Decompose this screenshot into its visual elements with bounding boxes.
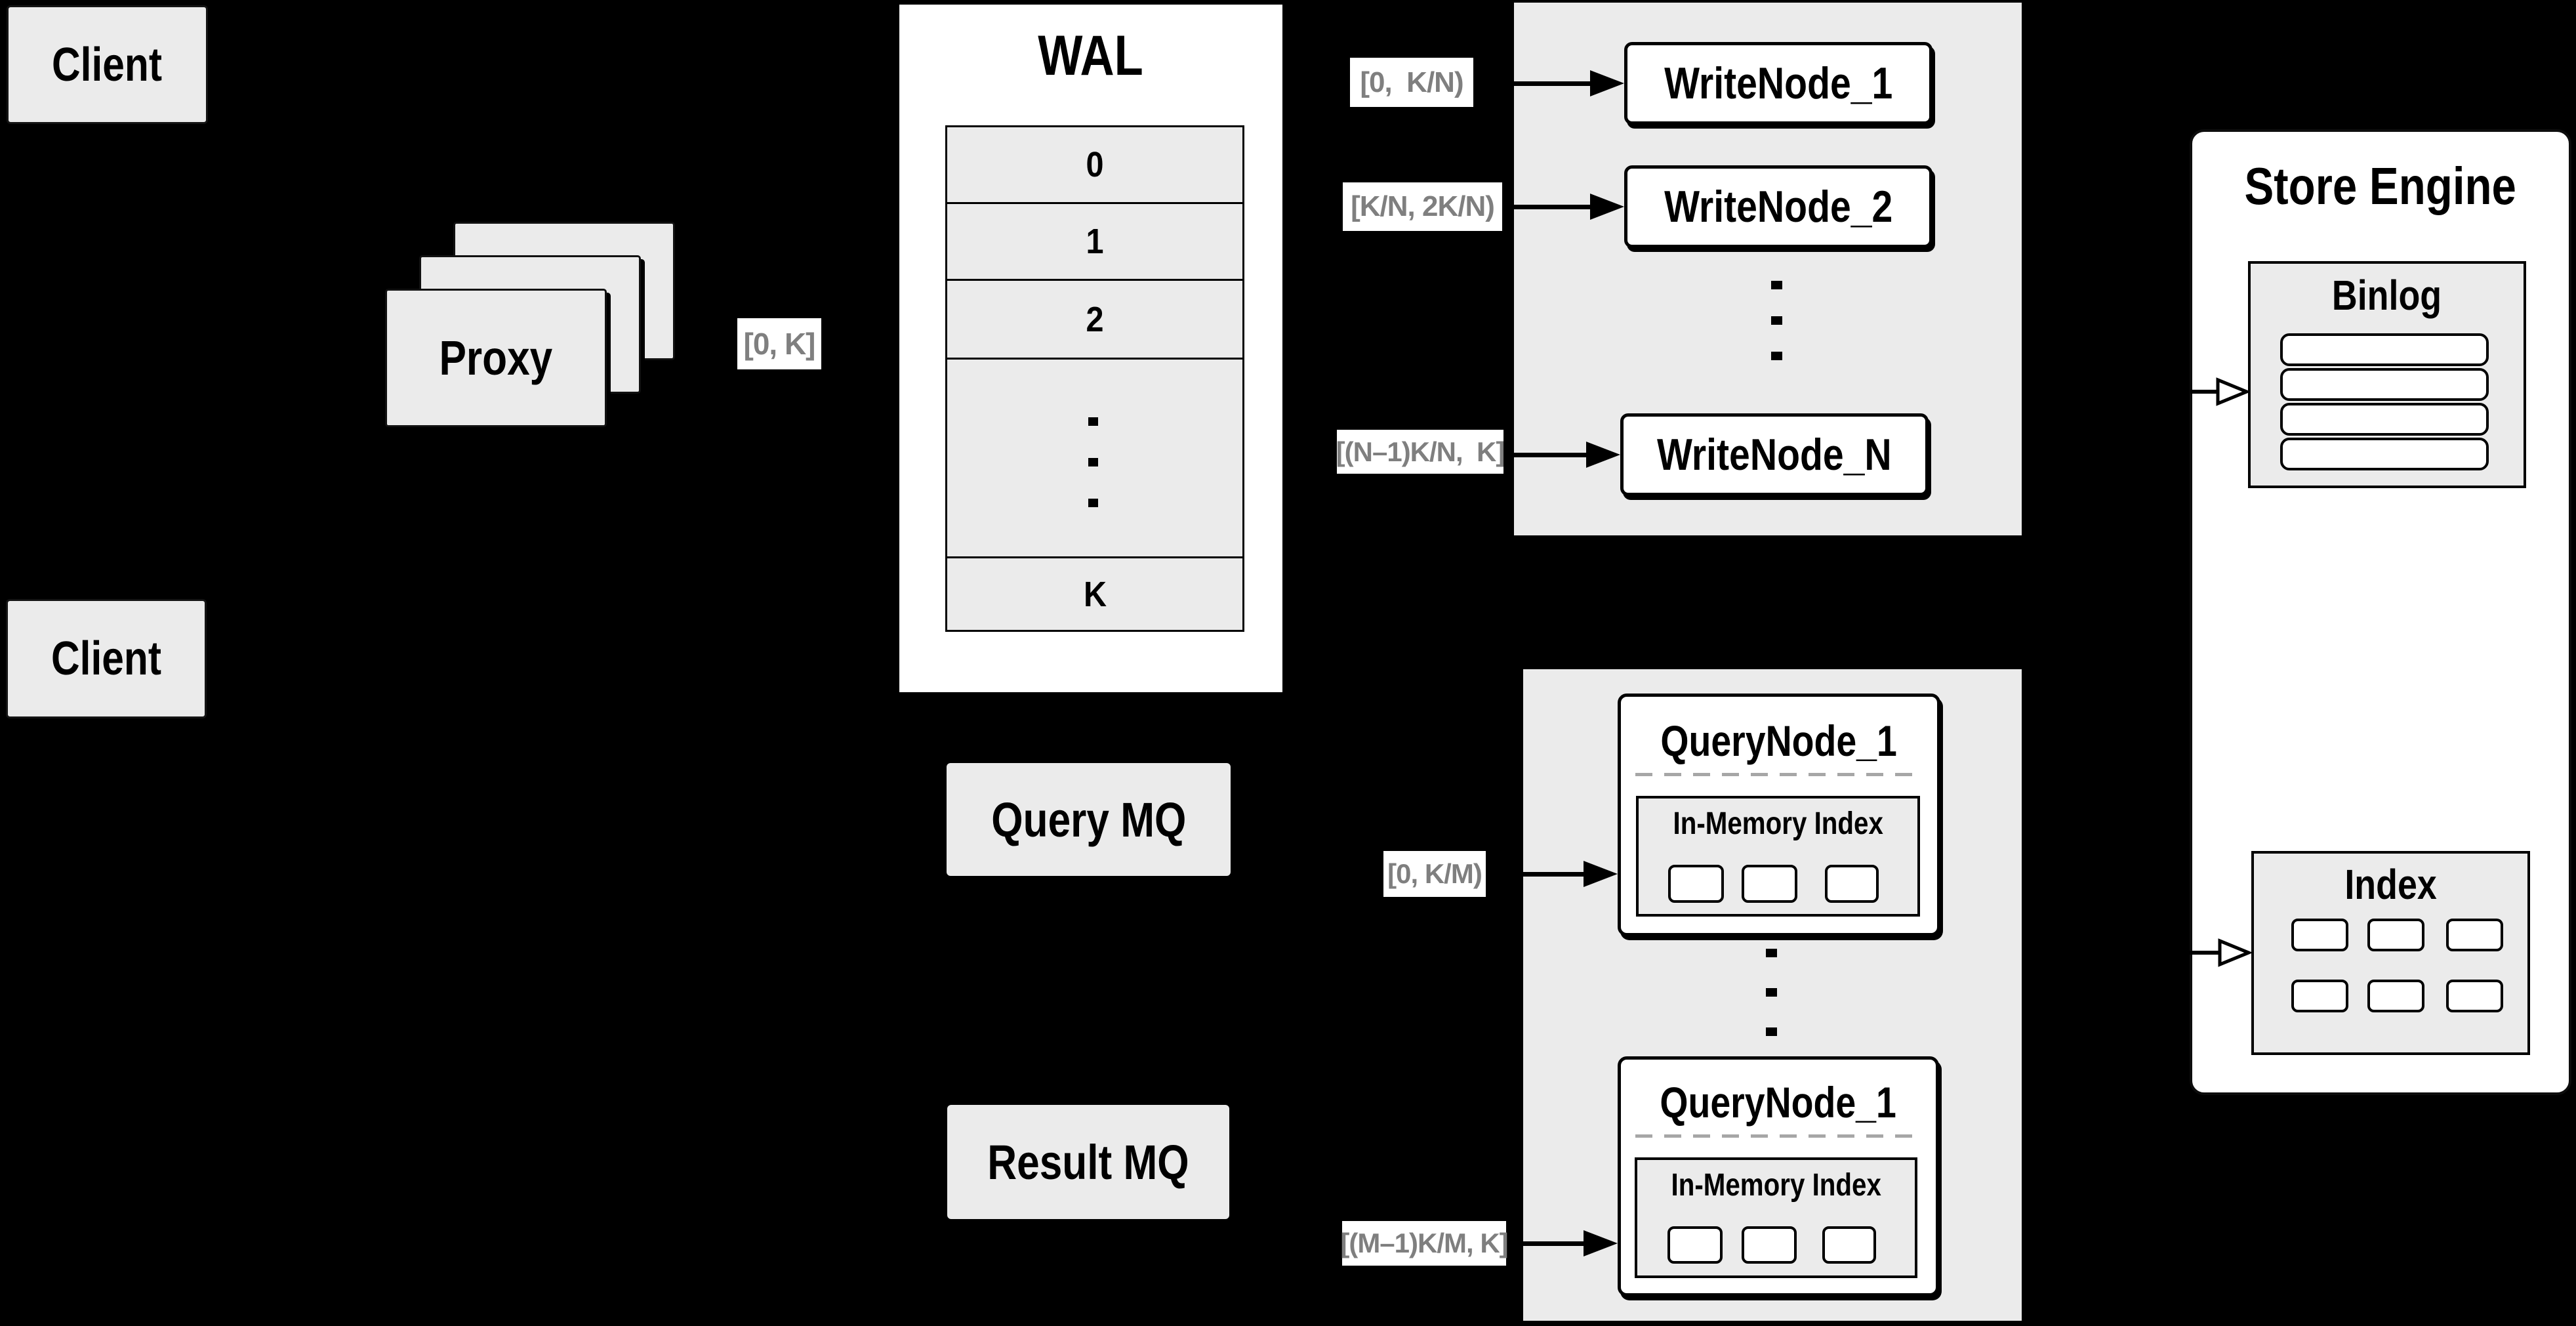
range-label-n1kn-k: [(N–1)K/N, K] [1336,430,1505,474]
writenode-1-label: WriteNode_1 [1664,58,1893,108]
binlog-row [2280,403,2489,436]
result-mq-box: Result MQ [947,1105,1229,1219]
memory-segment-cell [1668,865,1724,903]
memory-segment-cell [1667,1226,1723,1264]
querynode-2-title: QueryNode_1 [1660,1078,1897,1127]
ellipsis-dot [1771,281,1782,289]
arrow-to-index [2188,951,2220,955]
dashed-divider [1635,1134,1921,1138]
arrow-to-querynode-2 [1523,1241,1586,1246]
proxy-card-front: Proxy [385,289,607,427]
arrow-to-binlog [2190,390,2219,394]
in-memory-index-title-1: In-Memory Index [1673,806,1883,841]
writenode-n-label: WriteNode_N [1657,430,1892,480]
wal-row-ellipsis [947,358,1242,556]
binlog-row [2280,333,2489,366]
binlog-title: Binlog [2332,272,2442,319]
binlog-rows [2280,333,2489,470]
range-label-m1km-k: [(M–1)K/M, K] [1340,1221,1509,1266]
memory-segment-cell [1825,865,1879,903]
memory-segment-cell [1742,865,1797,903]
query-mq-box: Query MQ [947,763,1231,876]
index-cell [2367,919,2424,951]
index-cell [2446,919,2503,951]
range-label-0-km: [0, K/M) [1383,851,1486,897]
arrow-to-writenode-1 [1509,81,1591,86]
index-cell [2291,919,2348,951]
binlog-row [2280,438,2489,470]
arrowhead-querynode-1 [1584,861,1618,887]
memory-segment-cell [1822,1226,1876,1264]
writenode-n-box: WriteNode_N [1620,413,1929,496]
proxy-label: Proxy [439,331,553,385]
wal-row-2: 2 [947,279,1242,358]
index-box: Index [2251,851,2530,1055]
client-top-label: Client [52,38,163,91]
arrowhead-querynode-2 [1584,1230,1618,1256]
writenode-2-label: WriteNode_2 [1664,182,1893,232]
wal-title: WAL [1038,24,1144,87]
ellipsis-dot [1771,316,1782,325]
store-engine-title: Store Engine [2244,157,2517,215]
result-mq-label: Result MQ [987,1134,1189,1190]
client-bottom-label: Client [51,632,161,685]
dashed-divider [1635,773,1923,776]
wal-panel: WAL 0 1 2 K [897,3,1284,694]
in-memory-index-box-1: In-Memory Index [1636,796,1920,917]
arrowhead-writenode-1 [1590,70,1624,96]
querynode-2-box: QueryNode_1 In-Memory Index [1618,1056,1939,1296]
ellipsis-dot [1771,352,1782,360]
range-label-0-k: [0, K] [737,318,821,369]
index-cell [2367,980,2424,1012]
arrow-to-writenode-2 [1509,205,1591,209]
hollow-arrowhead-binlog [2216,377,2250,406]
in-memory-index-title-2: In-Memory Index [1671,1167,1881,1203]
index-title: Index [2344,861,2437,908]
writenode-1-box: WriteNode_1 [1624,42,1932,125]
memory-segment-cell [1742,1226,1797,1264]
arrowhead-writenode-n [1586,442,1620,468]
ellipsis-dot [1088,458,1098,466]
wal-table: 0 1 2 K [945,125,1244,632]
index-cell [2291,980,2348,1012]
querynode-1-box: QueryNode_1 In-Memory Index [1618,694,1940,936]
wal-row-k: K [947,556,1242,630]
wal-row-1: 1 [947,202,1242,279]
ellipsis-dot [1766,949,1777,957]
querynode-1-title: QueryNode_1 [1660,716,1898,765]
store-engine-panel: Store Engine Binlog Index [2190,129,2571,1095]
client-box-bottom: Client [6,599,207,718]
ellipsis-dot [1088,499,1098,507]
hollow-arrowhead-index [2218,938,2252,967]
range-label-0-kn: [0, K/N) [1350,58,1473,107]
arrow-to-writenode-n [1509,453,1587,457]
binlog-row [2280,368,2489,401]
ellipsis-dot [1766,988,1777,997]
writenode-2-box: WriteNode_2 [1624,165,1932,248]
ellipsis-dot [1088,417,1098,426]
in-memory-index-box-2: In-Memory Index [1635,1157,1917,1278]
arrowhead-writenode-2 [1590,194,1624,220]
binlog-box: Binlog [2248,261,2526,488]
wal-row-0: 0 [947,127,1242,202]
index-cell [2446,980,2503,1012]
ellipsis-dot [1766,1027,1777,1036]
client-box-top: Client [7,5,208,124]
query-mq-label: Query MQ [991,792,1187,847]
arrow-to-querynode-1 [1523,872,1586,877]
range-label-kn-2kn: [K/N, 2K/N) [1343,182,1502,231]
